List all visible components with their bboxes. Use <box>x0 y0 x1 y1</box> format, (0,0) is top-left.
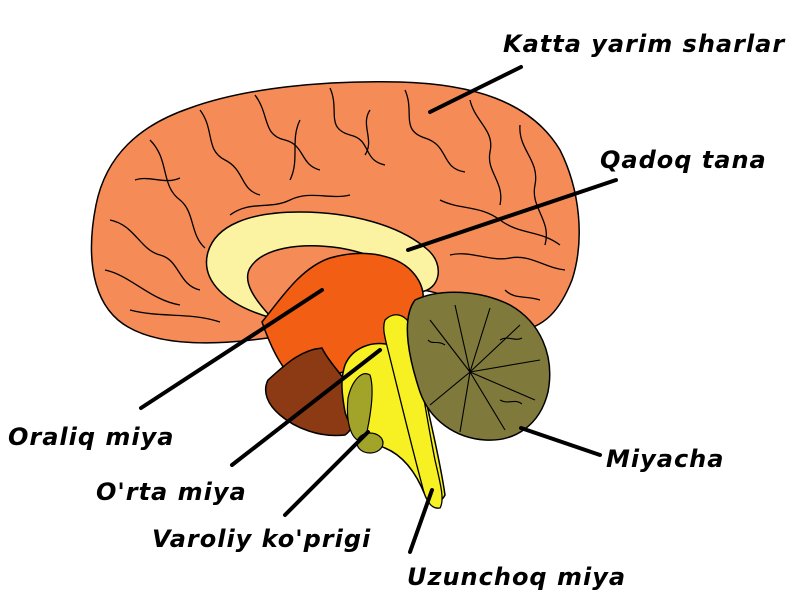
leader-diencephalon <box>139 288 324 410</box>
leader-pons <box>283 430 370 517</box>
leader-corpus-callosum <box>406 178 618 252</box>
label-corpus-callosum: Qadoq tana <box>600 146 767 174</box>
leader-medulla <box>408 488 434 554</box>
pons-shadow-shape <box>346 373 373 442</box>
label-medulla: Uzunchoq miya <box>407 563 627 591</box>
cerebrum-sulci <box>104 87 566 323</box>
leader-cerebellum <box>519 426 602 457</box>
label-diencephalon: Oraliq miya <box>8 423 175 451</box>
label-pons: Varoliy ko'prigi <box>152 525 372 553</box>
pons-bump <box>356 432 384 454</box>
leader-midbrain <box>230 348 382 467</box>
leader-cerebrum <box>428 65 523 114</box>
cerebellum-folia <box>427 304 541 433</box>
leader-lines <box>139 65 618 554</box>
cerebellum-shape <box>406 291 551 441</box>
label-cerebrum: Katta yarim sharlar <box>503 30 786 58</box>
label-cerebellum: Miyacha <box>606 445 725 473</box>
label-midbrain: O'rta miya <box>96 478 247 506</box>
corpus-callosum-shape <box>205 211 439 320</box>
